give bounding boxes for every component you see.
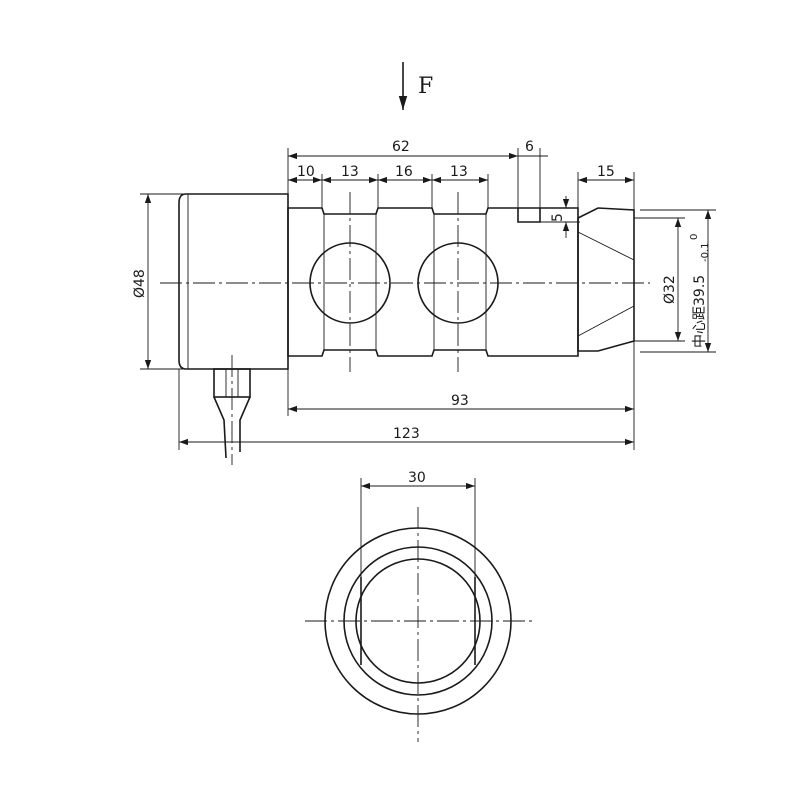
dim-123: 123 [393, 426, 420, 442]
dim-6: 6 [525, 139, 534, 155]
cable [213, 355, 251, 465]
dim-mount-spacing: 中心距39.5 [692, 275, 708, 348]
dim-13a: 13 [341, 164, 359, 180]
dim-16: 16 [395, 164, 413, 180]
dim-13b: 13 [450, 164, 468, 180]
dim-15: 15 [597, 164, 615, 180]
dim-tol-lower: -0.1 [700, 242, 711, 262]
shaft-body [287, 207, 579, 357]
force-label: F [418, 74, 433, 99]
dim-10: 10 [297, 164, 315, 180]
end-view: 30 [305, 470, 532, 742]
dim-30: 30 [408, 470, 426, 486]
cap-body [178, 193, 289, 370]
nose [577, 207, 635, 352]
dim-93: 93 [451, 393, 469, 409]
dim-62: 62 [392, 139, 410, 155]
slot [517, 208, 541, 223]
dim-dia32: Ø32 [662, 275, 678, 304]
dim-5: 5 [550, 213, 566, 222]
dim-tol-upper: 0 [689, 234, 700, 240]
dim-dia48: Ø48 [132, 269, 148, 298]
side-view: 62 6 10 13 16 13 15 5 Ø48 [132, 139, 716, 465]
force-arrow: F [398, 62, 433, 110]
